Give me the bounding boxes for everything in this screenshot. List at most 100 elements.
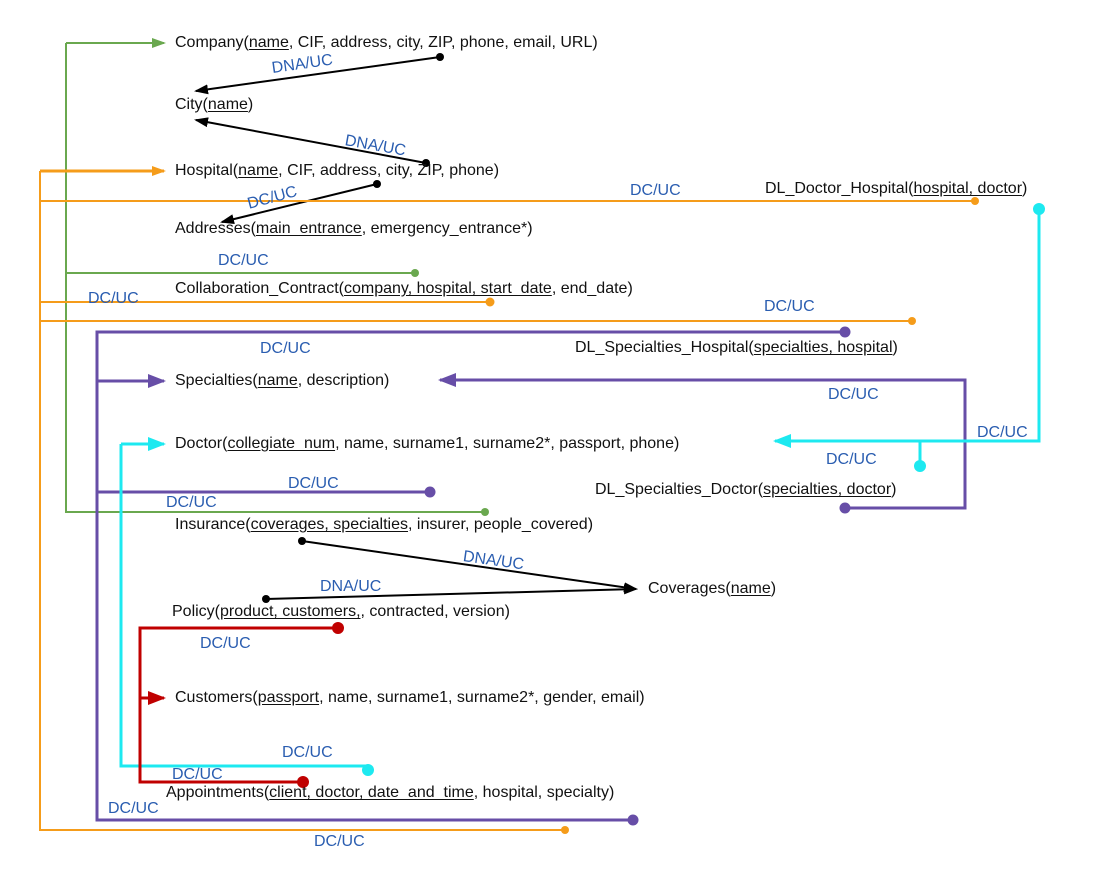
label-appointments-customers: DC/UC (172, 766, 223, 783)
connector-origin-dot (839, 326, 851, 338)
connector-origin-dot (424, 486, 436, 498)
relation-name: Customers( (175, 689, 258, 706)
label-dlsh-hospital: DC/UC (764, 298, 815, 315)
primary-key-attributes: name (238, 162, 279, 179)
primary-key-attributes: main_entrance (255, 220, 362, 237)
connector-origin-dot (971, 197, 979, 205)
relation-name: Doctor( (175, 435, 228, 452)
connector-origin-dot (908, 317, 916, 325)
label-appointments-doctor: DC/UC (282, 744, 333, 761)
attribute: gender (543, 689, 593, 706)
attribute: end_date (560, 280, 628, 297)
relation-specialties: Specialties(name, description) (175, 372, 390, 389)
relation-coverages: Coverages(name) (648, 580, 777, 597)
relation-name: DL_Doctor_Hospital( (765, 180, 914, 197)
primary-key-attributes: specialties, doctor (763, 481, 892, 498)
connector-cyan-doctor (119, 203, 1045, 776)
attribute: email (513, 34, 552, 51)
relation-name: Specialties( (175, 372, 258, 389)
relation-addresses: Addresses(main_entrance, emergency_entra… (175, 220, 533, 237)
relation-name: DL_Specialties_Doctor( (595, 481, 764, 498)
attribute: phone (459, 34, 505, 51)
attribute: address (319, 162, 377, 179)
relation-name: Addresses( (175, 220, 256, 237)
relation-doctor: Doctor(collegiate_num, name, surname1, s… (175, 435, 680, 452)
relation-name: Hospital( (175, 162, 239, 179)
relation-hospital: Hospital(name, CIF, address, city, ZIP, … (175, 162, 500, 179)
label-policy-coverages: DNA/UC (320, 578, 382, 595)
label-appointments-hospital: DC/UC (314, 833, 365, 850)
primary-key-attributes: name (207, 96, 248, 113)
primary-key-attributes: collegiate_num (227, 435, 336, 452)
connector-policy-coverages (262, 584, 638, 603)
connector-origin-dot (332, 622, 344, 634)
primary-key-attributes: specialties, hospital (753, 339, 893, 356)
attribute: version (453, 603, 505, 620)
primary-key-attributes: name (248, 34, 289, 51)
label-appointments-specialties: DC/UC (108, 800, 159, 817)
relation-appointments: Appointments(client, doctor, date_and_ti… (166, 784, 615, 801)
attribute: phone (629, 435, 674, 452)
attribute: insurer (416, 516, 465, 533)
attribute: CIF (297, 34, 322, 51)
connector-origin-dot (627, 814, 639, 826)
connector-origin-dot (422, 159, 430, 167)
relation-name: Collaboration_Contract( (175, 280, 344, 297)
relation-dl-doctor-hospital: DL_Doctor_Hospital(hospital, doctor) (765, 180, 1028, 197)
primary-key-attributes: passport (257, 689, 320, 706)
connector-origin-dot (481, 508, 489, 516)
label-collab-company: DC/UC (218, 252, 269, 269)
connector-hospital-city (194, 117, 430, 167)
label-dlsd-specialties: DC/UC (828, 386, 879, 403)
label-dlsh-specialties: DC/UC (260, 340, 311, 357)
relation-company: Company(name, CIF, address, city, ZIP, p… (175, 34, 598, 51)
attribute: contracted (369, 603, 445, 620)
attribute: ZIP (428, 34, 451, 51)
label-insurance-specialties: DC/UC (288, 475, 339, 492)
attribute: description (306, 372, 384, 389)
attribute: passport (559, 435, 621, 452)
attribute: city (385, 162, 409, 179)
attribute: URL (560, 34, 593, 51)
primary-key-attributes: client, doctor, date_and_time (269, 784, 474, 801)
attribute: phone (449, 162, 494, 179)
attribute: CIF (287, 162, 312, 179)
relation-dl-specialties-doctor: DL_Specialties_Doctor(specialties, docto… (595, 481, 897, 498)
relation-city: City(name) (175, 96, 254, 113)
attribute: hospital (482, 784, 538, 801)
connector-origin-dot (485, 297, 495, 307)
connector-company-city (194, 53, 444, 95)
connector-origin-dot (561, 826, 569, 834)
connector-origin-dot (436, 53, 444, 61)
connector-hospital-addresses (220, 180, 381, 224)
connector-origin-dot (411, 269, 419, 277)
label-collab-hospital: DC/UC (88, 290, 139, 307)
connector-origin-dot (362, 764, 374, 776)
attribute: surname2* (472, 435, 551, 452)
attribute: surname1 (392, 435, 465, 452)
primary-key-attributes: product, customers, (220, 603, 361, 620)
primary-key-attributes: coverages, specialties (250, 516, 409, 533)
attribute: city (396, 34, 420, 51)
attribute: address (330, 34, 388, 51)
connector-green-company (65, 38, 489, 516)
relation-collaboration-contract: Collaboration_Contract(company, hospital… (175, 280, 633, 297)
relation-name: Coverages( (648, 580, 731, 597)
relation-name: City( (175, 96, 208, 113)
primary-key-attributes: name (257, 372, 298, 389)
connector-origin-dot (839, 502, 851, 514)
connector-orange-hospital (39, 166, 979, 834)
label-dlsd-doctor: DC/UC (826, 451, 877, 468)
attribute: email (601, 689, 640, 706)
connector-insurance-coverages (298, 537, 638, 593)
attribute: emergency_entrance* (370, 220, 528, 237)
relation-name: Insurance( (175, 516, 251, 533)
connector-origin-dot (298, 537, 306, 545)
connector-origin-dot (297, 776, 309, 788)
relation-dl-specialties-hospital: DL_Specialties_Hospital(specialties, hos… (575, 339, 898, 356)
connector-red-customers (138, 622, 344, 788)
attribute: surname2* (456, 689, 535, 706)
relation-policy: Policy(product, customers,, contracted, … (172, 603, 510, 620)
relation-name: Company( (175, 34, 249, 51)
